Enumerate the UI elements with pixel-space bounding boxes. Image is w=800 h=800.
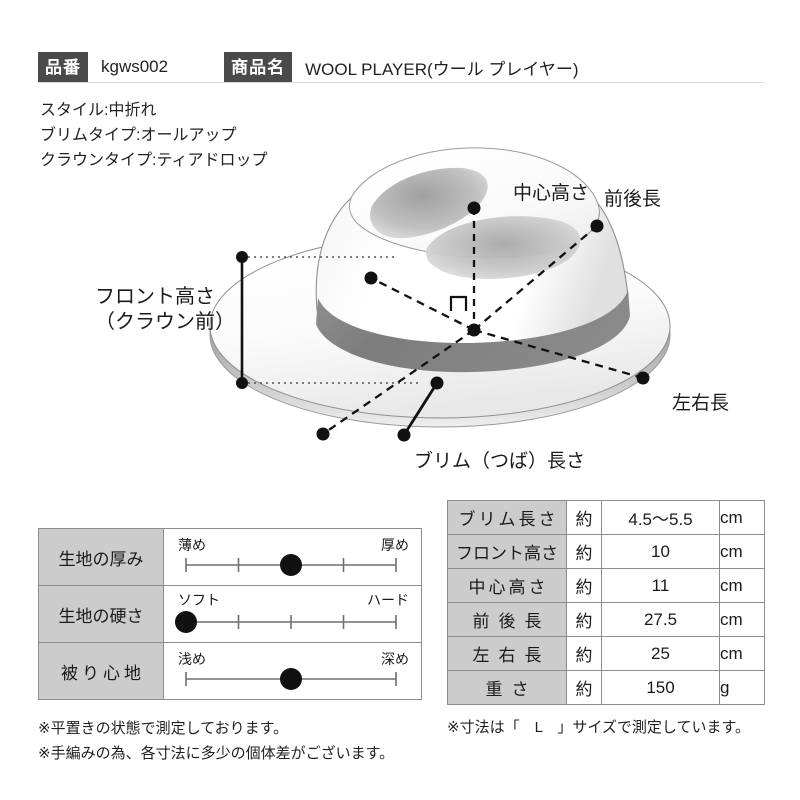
table-row: 生地の硬さ ソフト ハード <box>38 585 422 643</box>
feel-slider-fit-left-label: 浅め <box>178 651 206 667</box>
footnote-size-basis: ※寸法は「 L 」サイズで測定しています。 <box>447 719 750 736</box>
brim-length-measure-line <box>402 382 439 436</box>
label-left-right: 左右長 <box>672 393 730 414</box>
left-right-measure-line <box>473 328 644 380</box>
spec-unit-front-back: cm <box>719 602 765 637</box>
feel-slider-thickness-left-label: 薄め <box>178 537 206 553</box>
label-front-back: 前後長 <box>604 189 662 210</box>
label-front-height: フロント高さ （クラウン前） <box>95 285 235 335</box>
spec-value-weight: 150 <box>601 670 720 705</box>
feel-slider-hardness[interactable]: ソフト ハード <box>163 585 422 643</box>
hat-illustration <box>209 147 671 442</box>
table-row: 被り心地 浅め 深め <box>38 642 422 700</box>
footnote-handmade-variance: ※手編みの為、各寸法に多少の個体差がございます。 <box>38 745 395 762</box>
feel-slider-hardness-right-label: ハード <box>367 592 409 608</box>
spec-label-front-height: フロント高さ <box>447 534 567 569</box>
header-gap <box>180 52 224 82</box>
feel-label-fit: 被り心地 <box>38 642 164 700</box>
spec-approx-brim-length: 約 <box>566 500 602 535</box>
spec-label-brim-length: ブリム長さ <box>447 500 567 535</box>
label-front-height-line2: （クラウン前） <box>95 311 235 333</box>
product-name-tag: 商品名 <box>224 52 293 82</box>
spec-unit-front-height: cm <box>719 534 765 569</box>
feel-slider-fit-right-label: 深め <box>381 651 409 667</box>
label-brim-length: ブリム（つば）長さ <box>414 451 586 472</box>
feel-slider-thickness-right-label: 厚め <box>381 537 409 553</box>
spec-approx-front-height: 約 <box>566 534 602 569</box>
label-center-height: 中心高さ <box>513 183 590 204</box>
product-code-tag: 品番 <box>38 52 88 82</box>
feel-slider-hardness-left-label: ソフト <box>178 592 220 608</box>
table-row: 生地の厚み 薄め 厚め <box>38 528 422 586</box>
table-row: ブリム長さ 約 4.5〜5.5 cm <box>447 500 765 535</box>
spec-label-weight: 重さ <box>447 670 567 705</box>
spec-unit-center-height: cm <box>719 568 765 603</box>
label-front-height-line1: フロント高さ <box>95 286 215 308</box>
table-row: 前後長 約 27.5 cm <box>447 602 765 637</box>
spec-approx-center-height: 約 <box>566 568 602 603</box>
table-row: 中心高さ 約 11 cm <box>447 568 765 603</box>
spec-unit-left-right: cm <box>719 636 765 671</box>
table-row: 左右長 約 25 cm <box>447 636 765 671</box>
feel-label-hardness: 生地の硬さ <box>38 585 164 643</box>
spec-value-brim-length: 4.5〜5.5 <box>601 500 720 535</box>
spec-unit-weight: g <box>719 670 765 705</box>
spec-label-left-right: 左右長 <box>447 636 567 671</box>
feel-slider-fit[interactable]: 浅め 深め <box>163 642 422 700</box>
feel-slider-thickness[interactable]: 薄め 厚め <box>163 528 422 586</box>
spec-label-center-height: 中心高さ <box>447 568 567 603</box>
spec-unit-brim-length: cm <box>719 500 765 535</box>
feel-label-thickness: 生地の厚み <box>38 528 164 586</box>
product-header: 品番 kgws002 商品名 WOOL PLAYER(ウール プレイヤー) <box>38 52 591 82</box>
attribute-list: スタイル:中折れ ブリムタイプ:オールアップ クラウンタイプ:ティアドロップ <box>40 98 268 173</box>
table-row: フロント高さ 約 10 cm <box>447 534 765 569</box>
attribute-crown-type: クラウンタイプ:ティアドロップ <box>40 152 268 169</box>
footnote-flat-measurement: ※平置きの状態で測定しております。 <box>38 720 289 737</box>
spec-panel: ブリム長さ 約 4.5〜5.5 cm フロント高さ 約 10 cm 中心高さ 約… <box>447 500 765 705</box>
hat-measurement-diagram: フロント高さ （クラウン前） 中心高さ 前後長 左右長 ブリム（つば）長さ <box>0 130 800 490</box>
footnotes-left: ※平置きの状態で測定しております。 ※手編みの為、各寸法に多少の個体差がございま… <box>38 716 394 766</box>
feel-table: 生地の厚み 薄め 厚め <box>38 528 422 700</box>
spec-value-front-height: 10 <box>601 534 720 569</box>
spec-approx-left-right: 約 <box>566 636 602 671</box>
spec-approx-weight: 約 <box>566 670 602 705</box>
product-name-value: WOOL PLAYER(ウール プレイヤー) <box>305 59 579 79</box>
table-row: 重さ 約 150 g <box>447 670 765 705</box>
feel-panel: 生地の厚み 薄め 厚め <box>38 528 422 700</box>
attribute-brim-type: ブリムタイプ:オールアップ <box>40 127 237 144</box>
spec-approx-front-back: 約 <box>566 602 602 637</box>
attribute-style: スタイル:中折れ <box>40 102 157 119</box>
spec-value-left-right: 25 <box>601 636 720 671</box>
header-divider <box>38 82 764 83</box>
spec-table: ブリム長さ 約 4.5〜5.5 cm フロント高さ 約 10 cm 中心高さ 約… <box>447 500 765 705</box>
spec-value-front-back: 27.5 <box>601 602 720 637</box>
product-code-value: kgws002 <box>101 57 169 76</box>
spec-label-front-back: 前後長 <box>447 602 567 637</box>
spec-value-center-height: 11 <box>601 568 720 603</box>
